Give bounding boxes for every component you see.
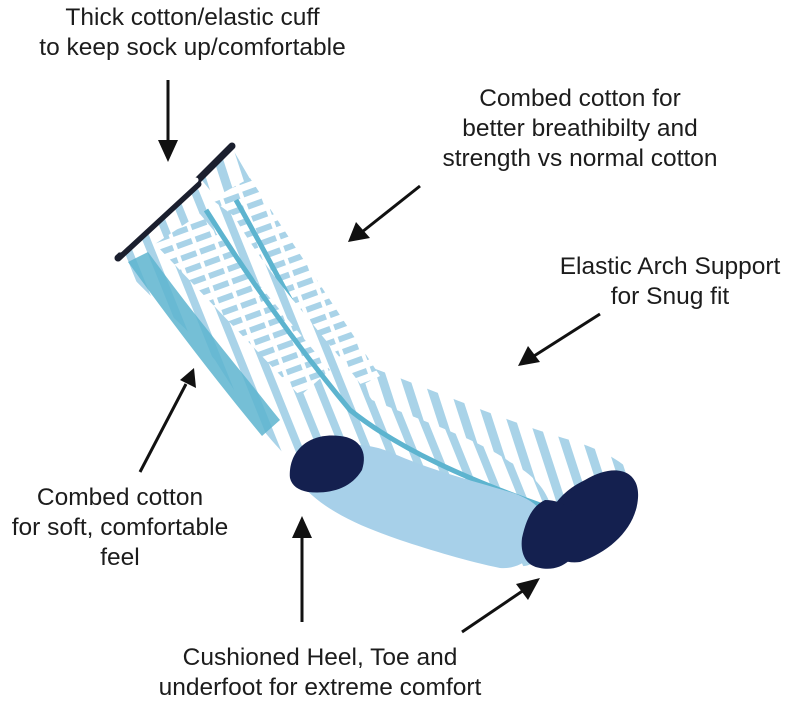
callout-combed-breathability-line-1: Combed cotton for bbox=[479, 85, 681, 112]
callout-arch-support-line-2: for Snug fit bbox=[610, 283, 730, 310]
callout-combed-soft-line-1: Combed cotton bbox=[36, 484, 204, 511]
callout-combed-breathability: Combed cotton for better breathibilty an… bbox=[420, 84, 740, 174]
back-sock-cuff-band bbox=[192, 142, 236, 186]
callout-cuff-line-2: to keep sock up/comfortable bbox=[39, 34, 346, 61]
front-sock-teal-stripe bbox=[203, 208, 541, 508]
front-sock-dash-panel bbox=[155, 214, 330, 396]
callout-cushioned: Cushioned Heel, Toe and underfoot for ex… bbox=[150, 643, 490, 703]
arrow-up-right-icon bbox=[461, 578, 540, 634]
front-sock-sole bbox=[296, 444, 548, 569]
front-sock-cuff-band bbox=[114, 180, 202, 262]
callout-cuff-line-1: Thick cotton/elastic cuff bbox=[65, 4, 320, 31]
callout-combed-soft-line-3: feel bbox=[100, 544, 140, 571]
front-sock-heel bbox=[289, 435, 364, 493]
front-sock bbox=[114, 177, 581, 569]
callout-combed-soft: Combed cotton for soft, comfortable feel bbox=[0, 483, 240, 573]
callout-combed-soft-line-2: for soft, comfortable bbox=[11, 514, 229, 541]
front-sock-cuff-edge bbox=[117, 177, 199, 253]
arrow-down-icon bbox=[158, 80, 178, 162]
callout-arch-support-line-1: Elastic Arch Support bbox=[559, 253, 781, 280]
callout-arch-support: Elastic Arch Support for Snug fit bbox=[545, 252, 795, 312]
callout-cuff: Thick cotton/elastic cuff to keep sock u… bbox=[10, 3, 375, 63]
back-sock-body bbox=[200, 148, 640, 540]
arrow-up-right-icon bbox=[138, 368, 196, 473]
callout-combed-breathability-line-3: strength vs normal cotton bbox=[442, 145, 718, 172]
callout-combed-breathability-line-2: better breathibilty and bbox=[462, 115, 698, 142]
front-sock-toe bbox=[521, 500, 581, 569]
arrow-down-left-icon bbox=[518, 312, 601, 366]
arrow-down-left-icon bbox=[348, 184, 421, 242]
callout-cushioned-line-1: Cushioned Heel, Toe and bbox=[182, 644, 458, 671]
arrow-up-icon bbox=[292, 516, 312, 622]
callout-cushioned-line-2: underfoot for extreme comfort bbox=[158, 674, 482, 701]
front-sock-teal-band bbox=[128, 252, 280, 436]
